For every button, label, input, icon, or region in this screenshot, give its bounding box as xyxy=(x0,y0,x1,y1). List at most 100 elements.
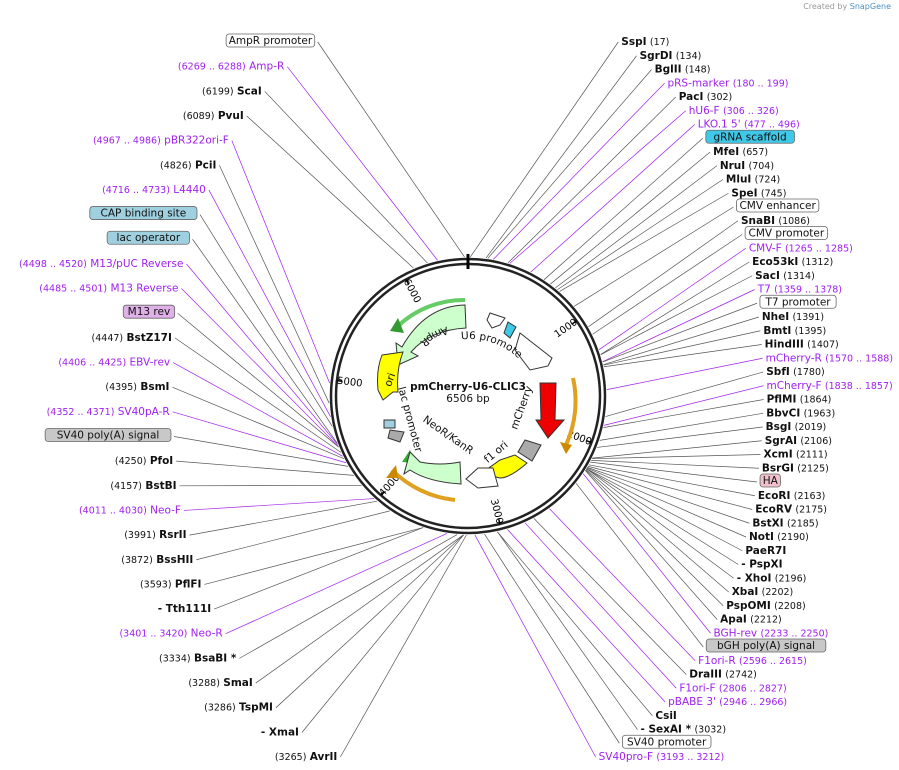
site-label[interactable]: T7 (1359 .. 1378) xyxy=(757,284,842,296)
site-label[interactable]: mCherry-F (1838 .. 1857) xyxy=(767,380,893,392)
site-label[interactable]: (4395) BsmI xyxy=(105,381,169,393)
site-label[interactable]: NotI (2190) xyxy=(749,531,809,543)
site-label[interactable]: (3401 .. 3420) Neo-R xyxy=(119,628,222,640)
site-label[interactable]: T7 promoter xyxy=(759,294,837,309)
primer-label: BGH-rev (2233 .. 2250) xyxy=(714,627,829,639)
site-label[interactable]: BGH-rev (2233 .. 2250) xyxy=(714,627,829,639)
site-label[interactable]: (3593) PflFI xyxy=(140,578,202,590)
site-label[interactable]: BsrGI (2125) xyxy=(762,462,829,474)
site-label[interactable]: SgrAI (2106) xyxy=(765,435,832,447)
site-label[interactable]: mCherry-R (1570 .. 1588) xyxy=(766,352,893,364)
site-label[interactable]: PspOMI (2208) xyxy=(726,600,806,612)
site-label[interactable]: - XhoI (2196) xyxy=(737,572,807,584)
site-label[interactable]: CMV-F (1265 .. 1285) xyxy=(749,242,853,254)
site-label[interactable]: (4967 .. 4986) pBR322ori-F xyxy=(93,135,229,147)
site-label[interactable]: (6199) ScaI xyxy=(202,85,262,97)
site-label[interactable]: lac operator xyxy=(106,230,190,245)
site-label[interactable]: hU6-F (306 .. 326) xyxy=(689,105,779,117)
site-label[interactable]: SgrDI (134) xyxy=(640,50,702,62)
site-label[interactable]: (4352 .. 4371) SV40pA-R xyxy=(47,406,170,418)
site-label[interactable]: EcoRI (2163) xyxy=(758,490,826,502)
site-label[interactable]: (3286) TspMI xyxy=(204,702,273,714)
site-label[interactable]: (4485 .. 4501) M13 Reverse xyxy=(39,283,178,295)
site-label[interactable]: gRNA scaffold xyxy=(705,129,795,144)
site-label[interactable]: BstXI (2185) xyxy=(752,517,818,529)
site-label[interactable]: SacI (1314) xyxy=(755,270,815,282)
site-label[interactable]: (6089) PvuI xyxy=(183,110,244,122)
site-label[interactable]: BsgI (2019) xyxy=(766,421,827,433)
site-label[interactable]: SbfI (1780) xyxy=(766,366,825,378)
site-label[interactable]: bGH poly(A) signal xyxy=(705,638,827,653)
leader-line xyxy=(172,362,343,457)
site-label[interactable]: XcmI (2111) xyxy=(763,449,827,461)
site-label[interactable]: HA xyxy=(759,473,781,488)
feature-lac-block xyxy=(387,429,405,443)
site-label[interactable]: CMV promoter xyxy=(744,226,828,240)
site-label[interactable]: NheI (1391) xyxy=(762,311,824,323)
site-label[interactable]: - SexAI * (3032) xyxy=(640,724,726,736)
site-label[interactable]: CsiI xyxy=(655,710,676,722)
site-label[interactable]: AmpR promoter xyxy=(225,33,316,48)
site-label[interactable]: SV40pro-F (3193 .. 3212) xyxy=(599,751,725,763)
site-label[interactable]: SpeI (745) xyxy=(731,187,786,199)
site-label[interactable]: PacI (302) xyxy=(679,91,733,103)
site-label[interactable]: (3265) AvrII xyxy=(275,751,338,763)
site-label[interactable]: M13 rev xyxy=(122,304,176,319)
site-label[interactable]: SV40 poly(A) signal xyxy=(44,428,172,442)
site-label[interactable]: Eco53kI (1312) xyxy=(752,256,833,268)
site-label[interactable]: - XmaI xyxy=(261,726,299,738)
site-label[interactable]: MluI (724) xyxy=(726,174,780,186)
feature-grna xyxy=(503,321,517,339)
site-label[interactable]: (3334) BsaBI * xyxy=(159,652,237,664)
site-label[interactable]: (4826) PciI xyxy=(160,159,216,171)
site-label[interactable]: PflMI (1864) xyxy=(767,394,832,406)
site-label[interactable]: F1ori-F (2806 .. 2827) xyxy=(679,682,786,694)
site-label[interactable]: pRS-marker (180 .. 199) xyxy=(667,77,788,89)
site-label[interactable]: SV40 promoter xyxy=(621,734,712,749)
site-label[interactable]: (4406 .. 4425) EBV-rev xyxy=(58,357,170,369)
feature-label-neor: NeoR/KanR xyxy=(421,414,476,457)
site-label[interactable]: (3991) RsrII xyxy=(124,529,186,541)
site-label[interactable]: SnaBI (1086) xyxy=(741,215,810,227)
feature-box xyxy=(621,734,712,749)
leader-line xyxy=(603,399,764,428)
site-label[interactable]: pBABE 3' (2946 .. 2966) xyxy=(668,696,787,708)
site-label[interactable]: - PspXI xyxy=(741,559,782,571)
site-label[interactable]: BmtI (1395) xyxy=(763,325,826,337)
site-label[interactable]: CAP binding site xyxy=(89,206,198,220)
site-label[interactable]: MfeI (657) xyxy=(713,146,768,158)
site-label[interactable]: BbvCI (1963) xyxy=(766,407,835,419)
site-label[interactable]: DraIII (2742) xyxy=(689,669,757,681)
site-label[interactable]: (4011 .. 4030) Neo-F xyxy=(79,504,181,516)
site-label[interactable]: NruI (704) xyxy=(720,160,774,172)
site-label[interactable]: (3288) SmaI xyxy=(188,677,252,689)
leader-line xyxy=(585,469,729,593)
site-label[interactable]: (4498 .. 4520) M13/pUC Reverse xyxy=(19,258,183,270)
primer-label: (6269 .. 6288) Amp-R xyxy=(178,61,284,73)
site-label[interactable]: - Tth111I xyxy=(158,603,212,615)
site-label[interactable]: XbaI (2202) xyxy=(732,586,794,598)
site-label[interactable]: CMV enhancer xyxy=(736,198,820,213)
site-label[interactable]: (4716 .. 4733) L4440 xyxy=(102,184,206,196)
leader-line xyxy=(591,460,759,469)
site-label[interactable]: LKO.1 5' (477 .. 496) xyxy=(698,119,800,131)
leader-line xyxy=(590,461,758,483)
site-label[interactable]: (4157) BstBI xyxy=(110,480,176,492)
site-label[interactable]: (6269 .. 6288) Amp-R xyxy=(178,61,284,73)
site-label[interactable]: EcoRV (2175) xyxy=(755,504,827,516)
site-label[interactable]: (4447) BstZ17I xyxy=(92,332,172,344)
site-label[interactable]: (3872) BssHII xyxy=(121,554,193,566)
site-label[interactable]: HindIII (1407) xyxy=(765,339,839,351)
feature-box-label: CMV promoter xyxy=(749,228,825,240)
site-label[interactable]: (4250) PfoI xyxy=(115,455,173,467)
leader-line xyxy=(174,337,342,453)
site-label[interactable]: BglII (148) xyxy=(655,64,711,76)
site-label[interactable]: PaeR7I xyxy=(745,545,786,557)
site-label[interactable]: ApaI (2212) xyxy=(720,614,782,626)
site-label[interactable]: F1ori-R (2596 .. 2615) xyxy=(698,655,807,667)
feature-box xyxy=(759,294,837,309)
primer-label: (4967 .. 4986) pBR322ori-F xyxy=(93,135,229,147)
leader-line xyxy=(214,527,424,610)
site-label[interactable]: SspI (17) xyxy=(621,36,669,48)
leader-line xyxy=(592,440,762,459)
